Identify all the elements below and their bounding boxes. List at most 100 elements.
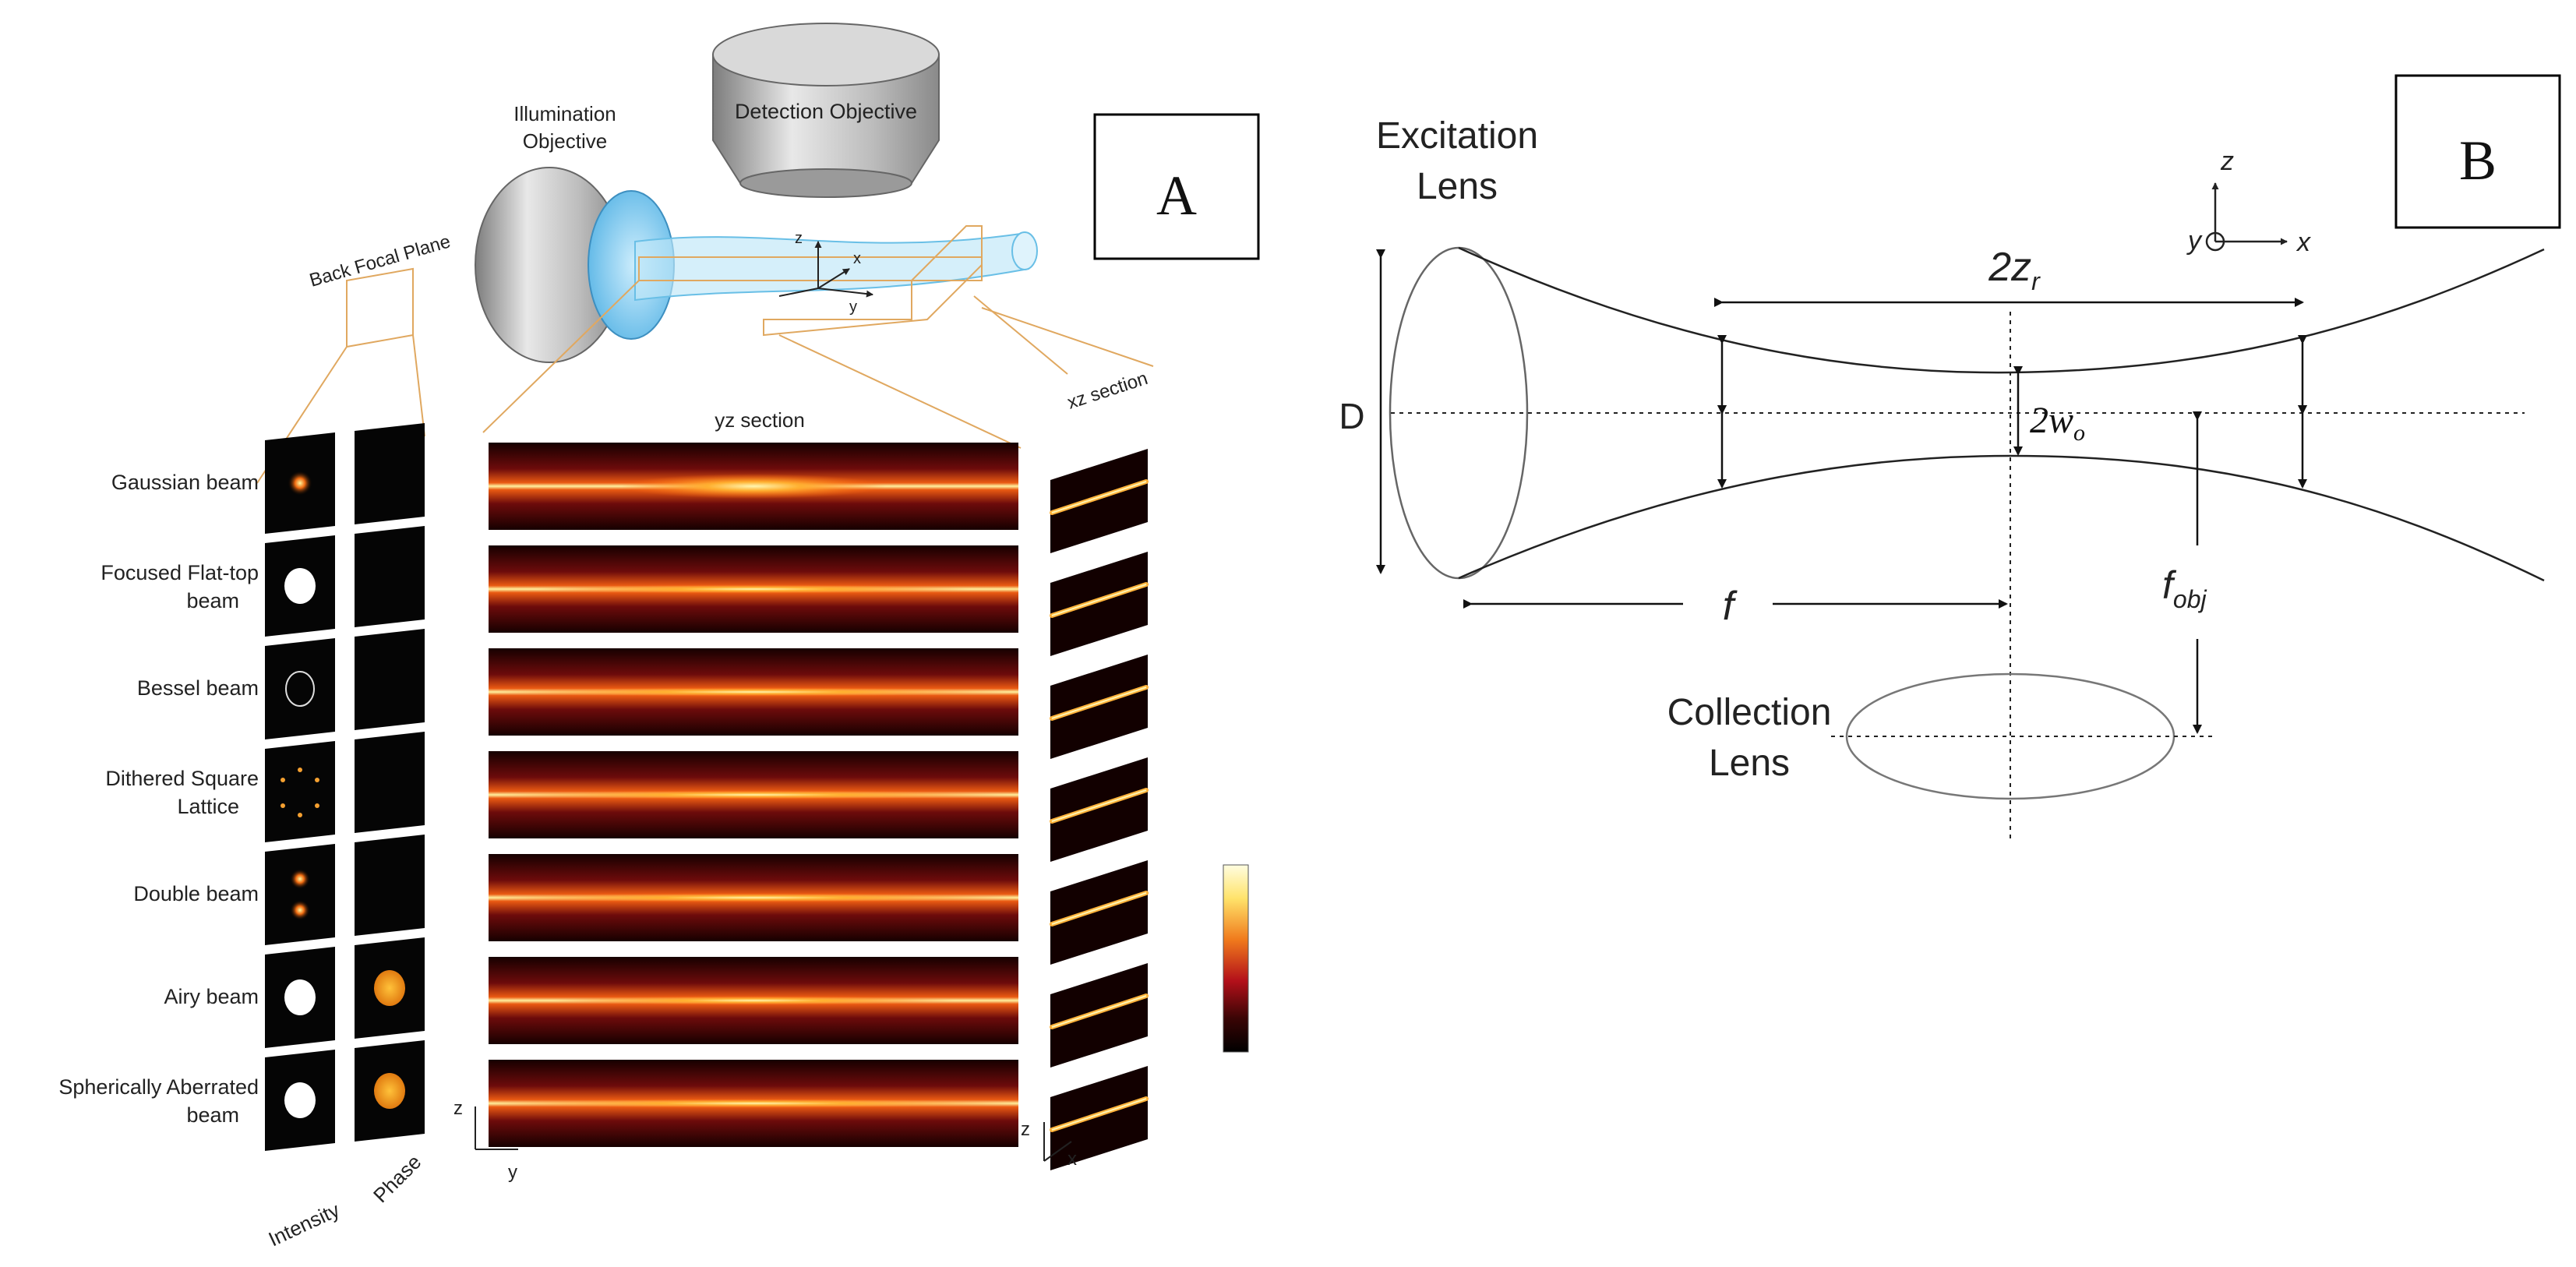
intensity-column-label: Intensity	[265, 1198, 343, 1251]
intensity-pattern	[281, 778, 285, 782]
intensity-pattern	[284, 568, 316, 604]
intensity-pattern	[285, 671, 315, 707]
xz-beam-core	[1051, 584, 1147, 616]
illumination-objective: Illumination Objective	[475, 102, 675, 363]
intensity-pattern	[315, 803, 319, 808]
yz-focus-glow	[496, 790, 1011, 799]
beam-lower-envelope	[1458, 454, 2545, 582]
yz-axis-indicator	[475, 1106, 518, 1150]
label-2wo: 2wo	[2030, 400, 2085, 446]
phase-thumbnail	[355, 732, 425, 833]
intensity-pattern	[284, 979, 316, 1015]
xz-beam-core	[1051, 789, 1147, 822]
xz-section-strip	[1050, 1066, 1148, 1170]
yz-focus-glow	[535, 584, 972, 594]
yz-focus-glow	[551, 996, 956, 1005]
phase-thumbnail	[355, 526, 425, 627]
intensity-pattern	[298, 813, 302, 817]
xz-beam-core	[1051, 481, 1147, 514]
beam-label-line2: beam	[186, 1103, 239, 1127]
beam-row: Bessel beam	[137, 629, 1149, 759]
yz-axis-y: y	[508, 1162, 517, 1183]
xz-section-strip	[1050, 552, 1148, 656]
xz-axis-indicator	[1043, 1122, 1072, 1162]
beam-label-line2: beam	[186, 589, 239, 612]
axis-x-label: x	[2295, 228, 2311, 257]
phase-thumbnail	[355, 835, 425, 936]
yz-axis-z: z	[453, 1098, 463, 1119]
beam-label-line1: Airy beam	[164, 985, 259, 1008]
xz-section-strip	[1050, 449, 1148, 553]
guide-lines	[256, 225, 1154, 484]
coordinate-axes	[2205, 182, 2288, 252]
yz-focus-glow	[489, 893, 1018, 902]
intensity-pattern	[315, 778, 319, 782]
intensity-thumbnail	[265, 844, 335, 945]
beam-label-line2: Lattice	[177, 795, 239, 818]
intensity-colorbar	[1223, 864, 1249, 1053]
beam-axes	[778, 241, 873, 298]
beam-label-line1: Dithered Square	[105, 767, 259, 790]
phase-pattern	[374, 970, 405, 1006]
beam-label-line1: Gaussian beam	[111, 471, 259, 494]
beam-axis-y: y	[849, 298, 857, 316]
intensity-pattern	[288, 471, 312, 496]
beam-row: Focused Flat-top beam	[101, 526, 1149, 656]
xz-axis-x: x	[1067, 1149, 1077, 1170]
intensity-pattern	[281, 803, 285, 808]
collection-label-line1: Collection	[1667, 692, 1832, 733]
xz-section-strip	[1050, 963, 1148, 1068]
panel-a: Detection Objective Illumination Objecti…	[58, 23, 1260, 1251]
xz-section-title: xz section	[1065, 368, 1151, 414]
xz-section-strip	[1050, 655, 1148, 759]
intensity-pattern	[290, 900, 310, 920]
xz-beam-core	[1051, 686, 1147, 719]
phase-column-label: Phase	[369, 1150, 425, 1207]
beam-axis-x: x	[853, 250, 861, 267]
intensity-pattern	[290, 869, 310, 889]
axis-y-label: y	[2186, 226, 2203, 256]
beam-label-line1: Focused Flat-top	[101, 561, 259, 584]
excitation-label-line2: Lens	[1417, 166, 1498, 207]
xz-beam-core	[1051, 995, 1147, 1028]
illumination-label-line2: Objective	[523, 129, 607, 153]
yz-focus-glow	[621, 474, 886, 499]
phase-thumbnail	[355, 629, 425, 730]
panel-b-tag-box	[2394, 74, 2561, 229]
excitation-label-line1: Excitation	[1376, 115, 1538, 157]
label-f: f	[1723, 584, 1738, 629]
intensity-pattern	[284, 1082, 316, 1118]
label-d: D	[1339, 396, 1364, 436]
panel-b-tag: B	[2459, 129, 2497, 192]
detection-objective: Detection Objective	[712, 23, 940, 198]
collection-label-line2: Lens	[1709, 743, 1790, 784]
beam-row: Airy beam	[164, 937, 1149, 1068]
back-focal-plane-label: Back Focal Plane	[307, 231, 453, 291]
illumination-label-line1: Illumination	[513, 102, 616, 125]
xz-axis-z: z	[1021, 1119, 1030, 1140]
intensity-pattern	[298, 768, 302, 772]
panel-b: B Excitation Lens D 2zr 2wo f	[1339, 74, 2561, 842]
yz-focus-glow	[496, 687, 1011, 697]
xz-beam-core	[1051, 1098, 1147, 1131]
axis-z-label: z	[2220, 146, 2234, 176]
light-sheet-beam	[634, 231, 1038, 302]
detection-objective-label: Detection Objective	[735, 100, 917, 123]
xz-section-strip	[1050, 860, 1148, 965]
label-2zr: 2zr	[1988, 245, 2041, 295]
yz-focus-glow	[489, 1099, 1018, 1108]
intensity-thumbnail	[265, 741, 335, 842]
xz-section-strip	[1050, 757, 1148, 862]
xz-beam-core	[1051, 892, 1147, 925]
intensity-thumbnail	[265, 638, 335, 739]
panel-a-tag-box	[1093, 113, 1260, 260]
beam-label-line1: Double beam	[133, 882, 259, 905]
beam-row: Double beam	[133, 835, 1149, 965]
phase-pattern	[374, 1073, 405, 1109]
beam-label-line1: Bessel beam	[137, 676, 259, 700]
label-fobj: fobj	[2162, 563, 2207, 613]
phase-thumbnail	[355, 423, 425, 524]
